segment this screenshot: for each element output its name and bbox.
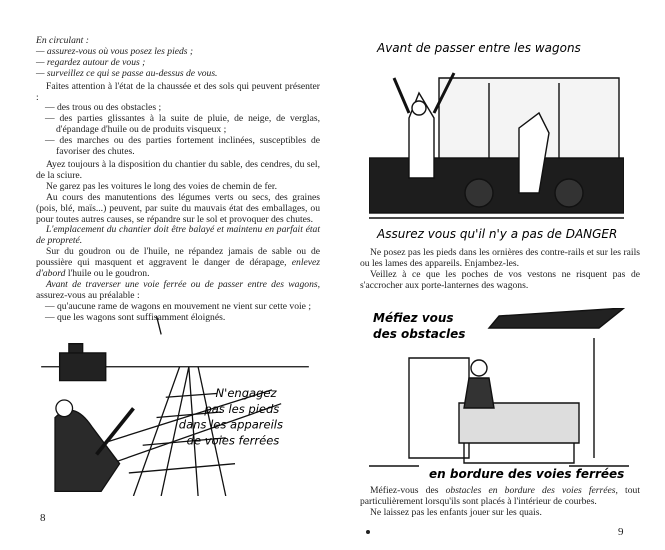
text: assurez-vous au préalable : (36, 289, 140, 301)
text: , tout particulièrement lorsqu'ils sont … (360, 485, 640, 507)
right-text-block-1: Ne posez pas les pieds dans les ornières… (360, 247, 640, 292)
paragraph: Ne laissez pas les enfants jouer sur les… (370, 506, 542, 518)
text: l'huile ou le goudron. (65, 268, 150, 280)
text: Avant de traverser une voie ferrée ou de… (46, 278, 320, 290)
paragraph: L'emplacement du chantier doit être bala… (36, 224, 320, 247)
paragraph: Méfiez-vous des obstacles en bordure des… (360, 485, 640, 508)
intro-item: — regardez autour de vous ; (36, 56, 146, 68)
illustration-title-line: des obstacles (373, 327, 465, 341)
illustration-caption: en bordure des voies ferrées (429, 467, 624, 480)
wagons-illustration: Avant de passer entre les wagons Assurez… (369, 41, 624, 241)
caption-line: N'engagez (216, 386, 278, 400)
page-number: 8 (40, 512, 46, 524)
list-item: — qu'aucune rame de wagons en mouvement … (45, 300, 312, 312)
list-item: — des marches ou des parties fortement i… (45, 135, 320, 158)
paragraph: Ayez toujours à la disposition du chanti… (36, 158, 320, 181)
paragraph: Veillez à ce que les poches de vos vesto… (360, 268, 640, 291)
left-page: En circulant : — assurez-vous où vous po… (0, 0, 332, 550)
illustration-title: Avant de passer entre les wagons (376, 41, 581, 55)
list-item: — des trous ou des obstacles ; (45, 102, 162, 114)
paragraph: Faites attention à l'état de la chaussée… (36, 80, 320, 103)
obstacles-illustration: Méfiez vous des obstacles en bordure des… (369, 308, 629, 480)
text: Méfiez-vous des (370, 485, 446, 496)
page-number: 9 (618, 526, 624, 538)
list-item: — que les wagons sont suffisamment éloig… (45, 311, 226, 323)
text: obstacles en bordure des voies ferrées (445, 485, 616, 496)
illustration-caption: Assurez vous qu'il n'y a pas de DANGER (376, 227, 617, 241)
caption-line: pas les pieds (203, 402, 279, 416)
right-text-block-2: Méfiez-vous des obstacles en bordure des… (360, 485, 640, 519)
intro-item: — assurez-vous où vous posez les pieds ; (36, 45, 194, 57)
intro-item: — surveillez ce qui se passe au-dessus d… (36, 67, 218, 79)
railway-switch-illustration: N'engagez pas les pieds dans les apparei… (41, 316, 309, 496)
paragraph: Avant de traverser une voie ferrée ou de… (36, 278, 320, 302)
paragraph: Ne posez pas les pieds dans les ornières… (360, 247, 640, 269)
paragraph: Au cours des manutentions des légumes ve… (36, 191, 320, 225)
intro: En circulant : (36, 35, 89, 46)
caption-line: de voies ferrées (187, 433, 280, 447)
caption-line: dans les appareils (179, 418, 283, 432)
paragraph: Sur du goudron ou de l'huile, ne répande… (36, 246, 320, 280)
ink-dot (366, 530, 370, 534)
text: enlevez d'abord (36, 257, 320, 280)
list-item: — des parties glissantes à la suite de p… (45, 113, 320, 136)
left-text-block: En circulant : — assurez-vous où vous po… (36, 35, 320, 324)
text: Sur du goudron ou de l'huile, ne répande… (36, 246, 320, 269)
right-page: Avant de passer entre les wagons Assurez… (333, 0, 665, 550)
illustration-title-line: Méfiez vous (373, 311, 454, 325)
paragraph: Ne garez pas les voitures le long des vo… (46, 180, 277, 192)
